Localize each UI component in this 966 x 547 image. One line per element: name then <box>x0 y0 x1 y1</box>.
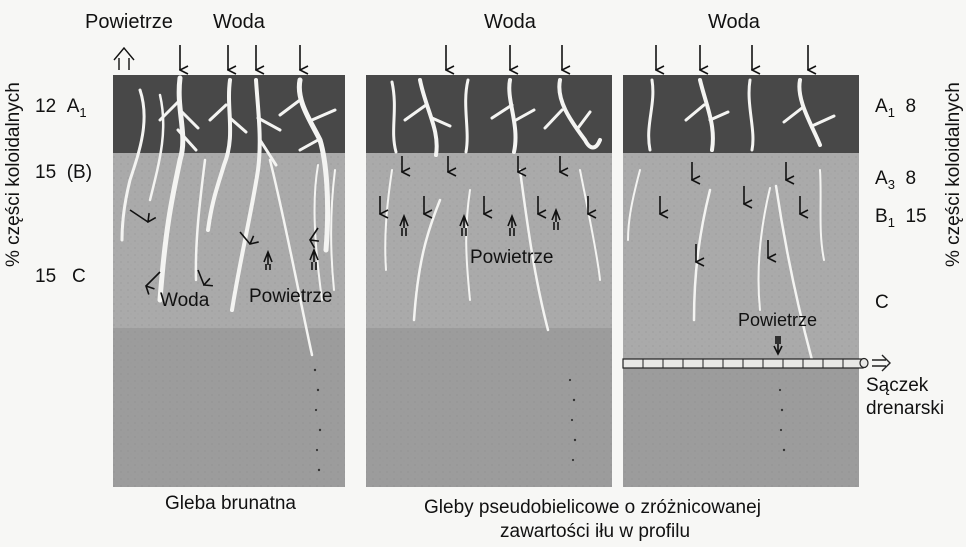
label-air-panel-3: Powietrze <box>738 311 817 329</box>
right-axis-label: % części koloidalnych <box>943 87 965 267</box>
left-horizon-b: 15 (B) <box>35 162 92 184</box>
right-horizon-b1: B1 15 <box>875 206 927 228</box>
right-horizon-a1: A1 8 <box>875 96 916 118</box>
left-axis-label: % części koloidalnych <box>3 87 25 267</box>
label-drain-1: Sączek <box>866 376 928 395</box>
label-air-panel-1: Powietrze <box>249 287 332 306</box>
panel-2-topsoil-layer <box>366 75 612 153</box>
label-water-panel-1: Woda <box>160 291 209 310</box>
panel-3-topsoil-layer <box>623 75 859 153</box>
label-air-panel-2: Powietrze <box>470 248 553 267</box>
profile-panel-1 <box>113 75 345 487</box>
label-water-top-1: Woda <box>213 12 265 32</box>
label-water-top-3: Woda <box>708 12 760 32</box>
top-water-arrows <box>180 45 808 70</box>
caption-gleby-pseudobielicowe-2: zawartości iłu w profilu <box>500 522 690 541</box>
label-drain-2: drenarski <box>866 399 944 418</box>
profile-panel-2 <box>366 75 612 487</box>
label-water-top-2: Woda <box>484 12 536 32</box>
caption-gleba-brunatna: Gleba brunatna <box>165 494 296 513</box>
left-horizon-c: 15 C <box>35 266 86 288</box>
label-air-top: Powietrze <box>85 12 173 32</box>
right-horizon-a3: A3 8 <box>875 168 916 190</box>
left-horizon-a1: 12 A1 <box>35 96 87 118</box>
right-horizon-c: C <box>875 292 889 314</box>
top-air-arrow <box>114 48 134 70</box>
caption-gleby-pseudobielicowe-1: Gleby pseudobielicowe o zróżnicowanej <box>424 498 761 517</box>
profile-panel-3 <box>623 75 890 487</box>
